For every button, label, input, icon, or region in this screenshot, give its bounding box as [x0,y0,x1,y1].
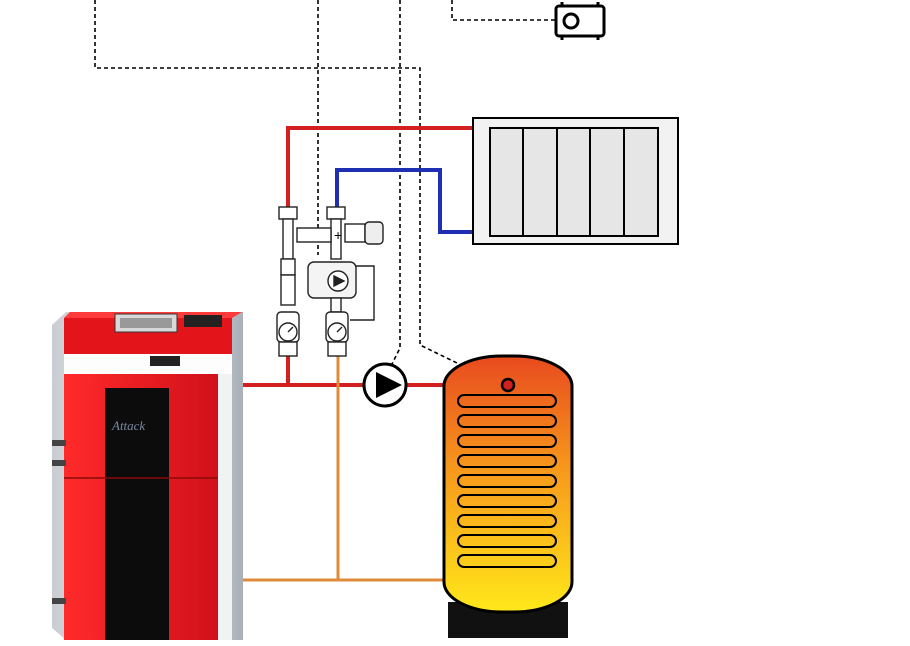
radiator-icon [472,117,679,245]
return-pipe-radiator [335,168,474,234]
wire-thermostat [451,0,556,21]
wire-boiler-to-tank [94,0,497,383]
heat-exchanger-coil [457,394,557,568]
boiler-brand-label: Attack [111,418,145,433]
svg-text:+: + [334,227,342,243]
wire-pump [387,0,401,373]
supply-pipe-radiator [286,126,474,215]
solid-fuel-boiler-icon: Attack [52,312,243,640]
pump-station-icon: + [276,206,384,357]
pipework [243,126,474,582]
water-heater-tank-icon [442,354,574,638]
room-thermostat-icon [554,2,606,40]
pump-icon [362,362,408,408]
tank-sensor-icon [500,377,516,393]
